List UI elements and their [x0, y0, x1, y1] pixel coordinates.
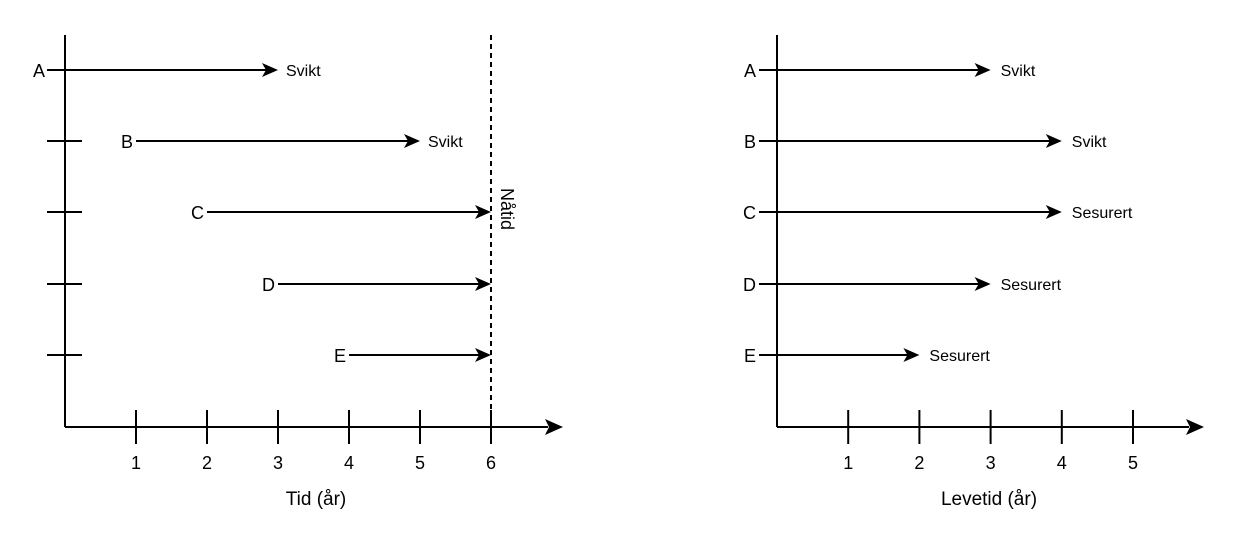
- left-subject-label: A: [33, 61, 45, 81]
- left-subject-label: E: [334, 346, 346, 366]
- right-arrowhead: [974, 63, 991, 77]
- right-subject-label: A: [744, 61, 756, 81]
- right-x-tick-label: 5: [1128, 453, 1138, 473]
- left-subject-label: D: [262, 275, 275, 295]
- left-arrowhead: [475, 348, 491, 362]
- left-arrowhead: [404, 134, 420, 148]
- right-outcome-label: Svikt: [1072, 134, 1107, 151]
- right-outcome-label: Sesurert: [1001, 277, 1062, 294]
- left-x-tick-label: 2: [202, 453, 212, 473]
- left-arrowhead: [262, 63, 278, 77]
- right-outcome-label: Sesurert: [1072, 205, 1133, 222]
- left-subject-label: C: [191, 203, 204, 223]
- left-x-tick-label: 3: [273, 453, 283, 473]
- right-x-tick-label: 2: [914, 453, 924, 473]
- right-x-tick-label: 1: [843, 453, 853, 473]
- left-arrowhead: [475, 277, 491, 291]
- left-x-tick-label: 1: [131, 453, 141, 473]
- left-outcome-label: Svikt: [428, 134, 463, 151]
- now-label: Nåtid: [497, 188, 517, 230]
- left-x-tick-label: 4: [344, 453, 354, 473]
- left-axis-title: Tid (år): [286, 489, 347, 510]
- right-x-tick-label: 3: [986, 453, 996, 473]
- left-subject-label: B: [121, 132, 133, 152]
- right-axis-title: Levetid (år): [941, 489, 1037, 510]
- right-arrowhead: [903, 348, 920, 362]
- right-arrowhead: [1045, 205, 1062, 219]
- right-x-axis-arrowhead: [1186, 419, 1204, 435]
- left-x-axis-arrowhead: [545, 419, 563, 435]
- left-arrowhead: [475, 205, 491, 219]
- right-subject-label: C: [743, 203, 756, 223]
- right-subject-label: D: [743, 275, 756, 295]
- right-arrowhead: [974, 277, 991, 291]
- right-subject-label: B: [744, 132, 756, 152]
- left-x-tick-label: 6: [486, 453, 496, 473]
- right-outcome-label: Sesurert: [929, 348, 990, 365]
- right-outcome-label: Svikt: [1001, 63, 1036, 80]
- left-outcome-label: Svikt: [286, 63, 321, 80]
- left-x-tick-label: 5: [415, 453, 425, 473]
- right-subject-label: E: [744, 346, 756, 366]
- right-x-tick-label: 4: [1057, 453, 1067, 473]
- right-arrowhead: [1045, 134, 1062, 148]
